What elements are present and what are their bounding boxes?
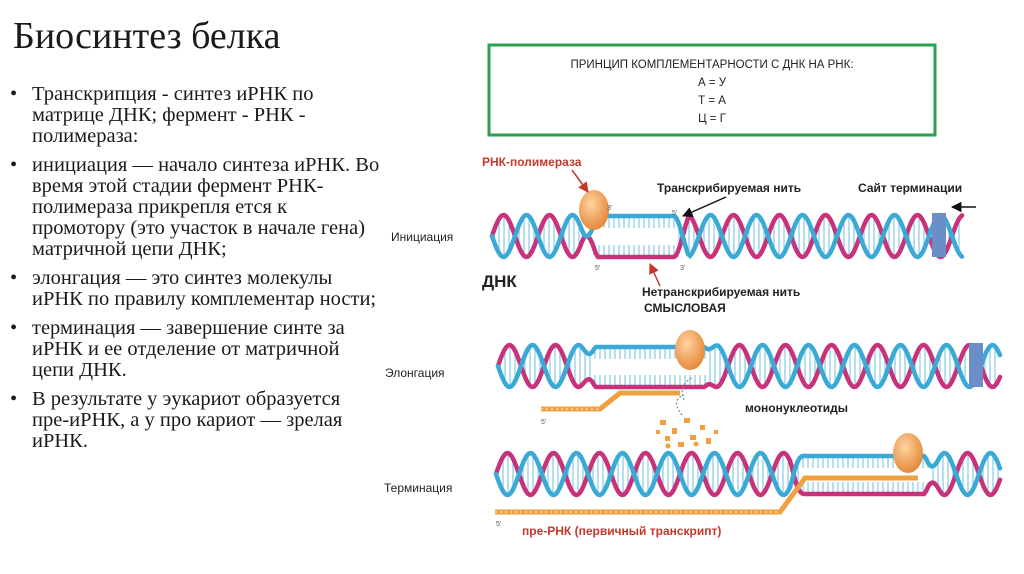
bullet-list: • Транскрипция - синтез иРНК по матрице Д…: [8, 84, 380, 460]
bullet-dot: •: [10, 317, 18, 339]
stage-label-elongation: Элонгация: [385, 366, 445, 380]
bullet-dot: •: [10, 267, 18, 289]
bullet-text: Транскрипция - синтез иРНК по матрице ДН…: [32, 83, 314, 147]
rna-polymerase-blob: [893, 433, 923, 473]
label-transcribed-strand: Транскрибируемая нить: [657, 181, 801, 195]
stage-label-termination: Терминация: [384, 481, 452, 495]
prime-label: 5': [496, 521, 501, 528]
bullet-item: • элонгация — это синтез молекулы иРНК по…: [8, 268, 380, 310]
prime-label: 3': [607, 205, 612, 212]
complementarity-line: Ц = Г: [698, 113, 727, 125]
label-sense-strand: СМЫСЛОВАЯ: [644, 301, 726, 315]
rna-polymerase-blob: [675, 330, 705, 370]
arrow-nontranscribed: [649, 263, 661, 287]
bullet-dot: •: [10, 388, 18, 410]
bullet-text: терминация — завершение синте за иРНК и …: [32, 317, 345, 381]
stage-label-initiation: Инициация: [391, 230, 453, 244]
complementarity-title: ПРИНЦИП КОМПЛЕМЕНТАРНОСТИ С ДНК НА РНК:: [570, 59, 853, 71]
dna-helix-termination: [493, 450, 1003, 498]
arrow-polymerase: [571, 169, 589, 193]
bullet-item: • Транскрипция - синтез иРНК по матрице Д…: [8, 84, 380, 147]
prime-label: 3': [680, 265, 685, 272]
termination-site-marker: [969, 343, 983, 387]
bullet-item: • инициация — начало синтеза иРНК. Во вре…: [8, 155, 380, 260]
label-rna-polymerase: РНК-полимераза: [482, 155, 582, 169]
label-pre-rna: пре-РНК (первичный транскрипт): [522, 524, 721, 538]
prime-label: 5': [541, 419, 546, 426]
label-dna: ДНК: [482, 272, 517, 291]
arrow-transcribed: [682, 196, 727, 217]
mononucleotides-cluster: [656, 418, 718, 449]
dna-helix-elongation: [495, 342, 1003, 390]
mononucleotide-path: [675, 394, 685, 416]
bullet-dot: •: [10, 83, 18, 105]
dna-helix-initiation: [489, 212, 965, 260]
rna-polymerase-blob: [579, 190, 609, 230]
complementarity-line: Т = А: [698, 95, 726, 107]
bullet-item: • В результате у эукариот образуется пре-…: [8, 389, 380, 452]
prime-label: 5': [595, 265, 600, 272]
bullet-dot: •: [10, 154, 18, 176]
label-termination-site: Сайт терминации: [858, 181, 962, 195]
rna-strand-elongation: [541, 390, 680, 412]
bullet-text: элонгация — это синтез молекулы иРНК по …: [32, 267, 377, 310]
termination-site-marker: [932, 213, 946, 257]
label-nontranscribed-strand: Нетранскрибируемая нить: [642, 285, 800, 299]
prime-label: 5': [672, 210, 677, 217]
pre-rna-strand: [495, 475, 918, 515]
bullet-item: • терминация — завершение синте за иРНК и…: [8, 318, 380, 381]
complementarity-line: А = У: [698, 77, 727, 89]
slide-title: Биосинтез белка: [13, 15, 281, 57]
label-mononucleotides: мононуклеотиды: [745, 401, 848, 415]
complementarity-box: [487, 43, 937, 137]
bullet-text: инициация — начало синтеза иРНК. Во врем…: [32, 154, 380, 260]
bullet-text: В результате у эукариот образуется пре-и…: [32, 388, 343, 452]
mononucleotide-path: [681, 377, 693, 401]
